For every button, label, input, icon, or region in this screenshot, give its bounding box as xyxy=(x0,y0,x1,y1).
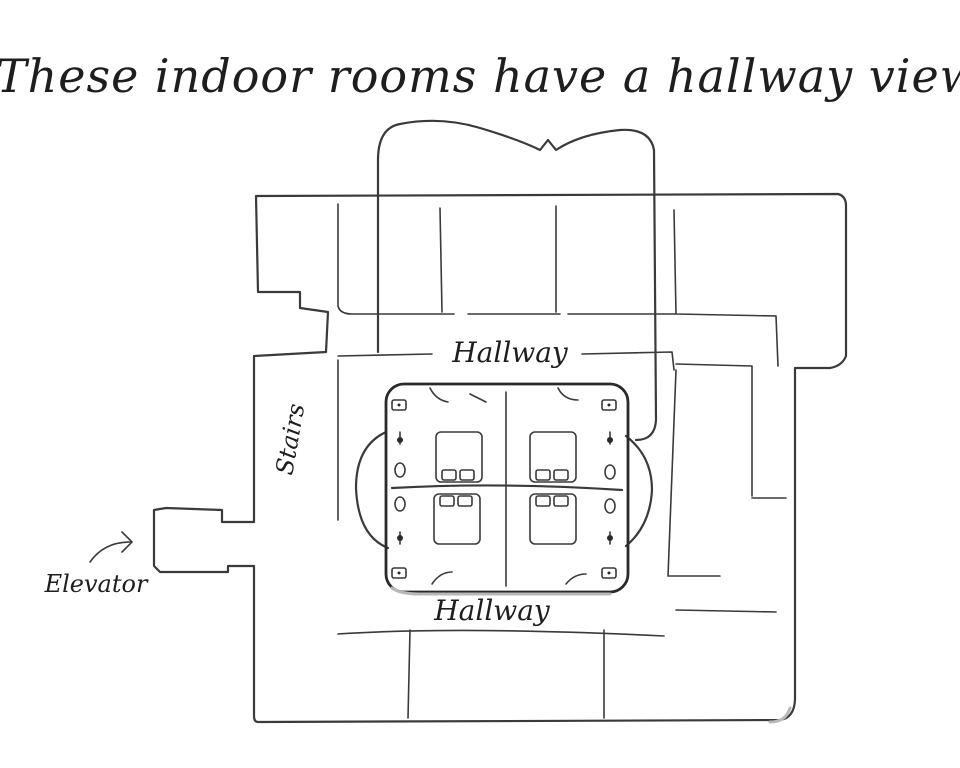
hallway-label-bottom: Hallway xyxy=(433,594,551,627)
chair-icon xyxy=(394,496,406,512)
lamp-icon xyxy=(397,531,403,545)
door-swing xyxy=(469,393,487,403)
lamp-icon xyxy=(607,431,613,445)
bed-icon xyxy=(433,493,481,545)
sink-icon xyxy=(601,567,617,579)
lamp-icon xyxy=(607,531,613,545)
left-bulge xyxy=(354,430,390,550)
stairs-label: Stairs xyxy=(270,401,310,477)
building-outline xyxy=(152,192,848,724)
sink-icon xyxy=(391,567,407,579)
sink-icon xyxy=(601,399,617,411)
elevator-label: Elevator xyxy=(44,570,149,598)
chair-icon xyxy=(604,464,616,480)
hallway-label-top: Hallway xyxy=(451,336,569,369)
bed-icon xyxy=(529,493,577,545)
room-divider xyxy=(675,363,753,497)
hallway-edge xyxy=(337,629,665,637)
door-swing xyxy=(557,387,579,401)
bed-icon xyxy=(435,431,483,483)
door-swing xyxy=(429,387,449,403)
room-divider xyxy=(337,203,455,315)
sink-icon xyxy=(391,399,407,411)
chair-icon xyxy=(394,462,406,478)
curved-arrow-icon xyxy=(89,531,133,563)
hallway-edge xyxy=(337,353,433,357)
room-divider xyxy=(673,209,779,367)
room-divider xyxy=(439,207,443,313)
page-title: These indoor rooms have a hallway view xyxy=(0,49,960,103)
right-bulge xyxy=(624,434,654,548)
bed-icon xyxy=(529,431,577,483)
center-corridor xyxy=(390,484,624,492)
room-divider xyxy=(407,629,411,719)
door-swing xyxy=(565,573,587,585)
upper-wing-outline xyxy=(376,119,658,442)
chair-icon xyxy=(604,498,616,514)
room-divider xyxy=(675,609,777,613)
door-swing xyxy=(431,571,453,585)
center-block xyxy=(384,382,630,594)
room-divider xyxy=(667,369,721,577)
lamp-icon xyxy=(397,431,403,445)
hallway-edge xyxy=(581,351,675,371)
